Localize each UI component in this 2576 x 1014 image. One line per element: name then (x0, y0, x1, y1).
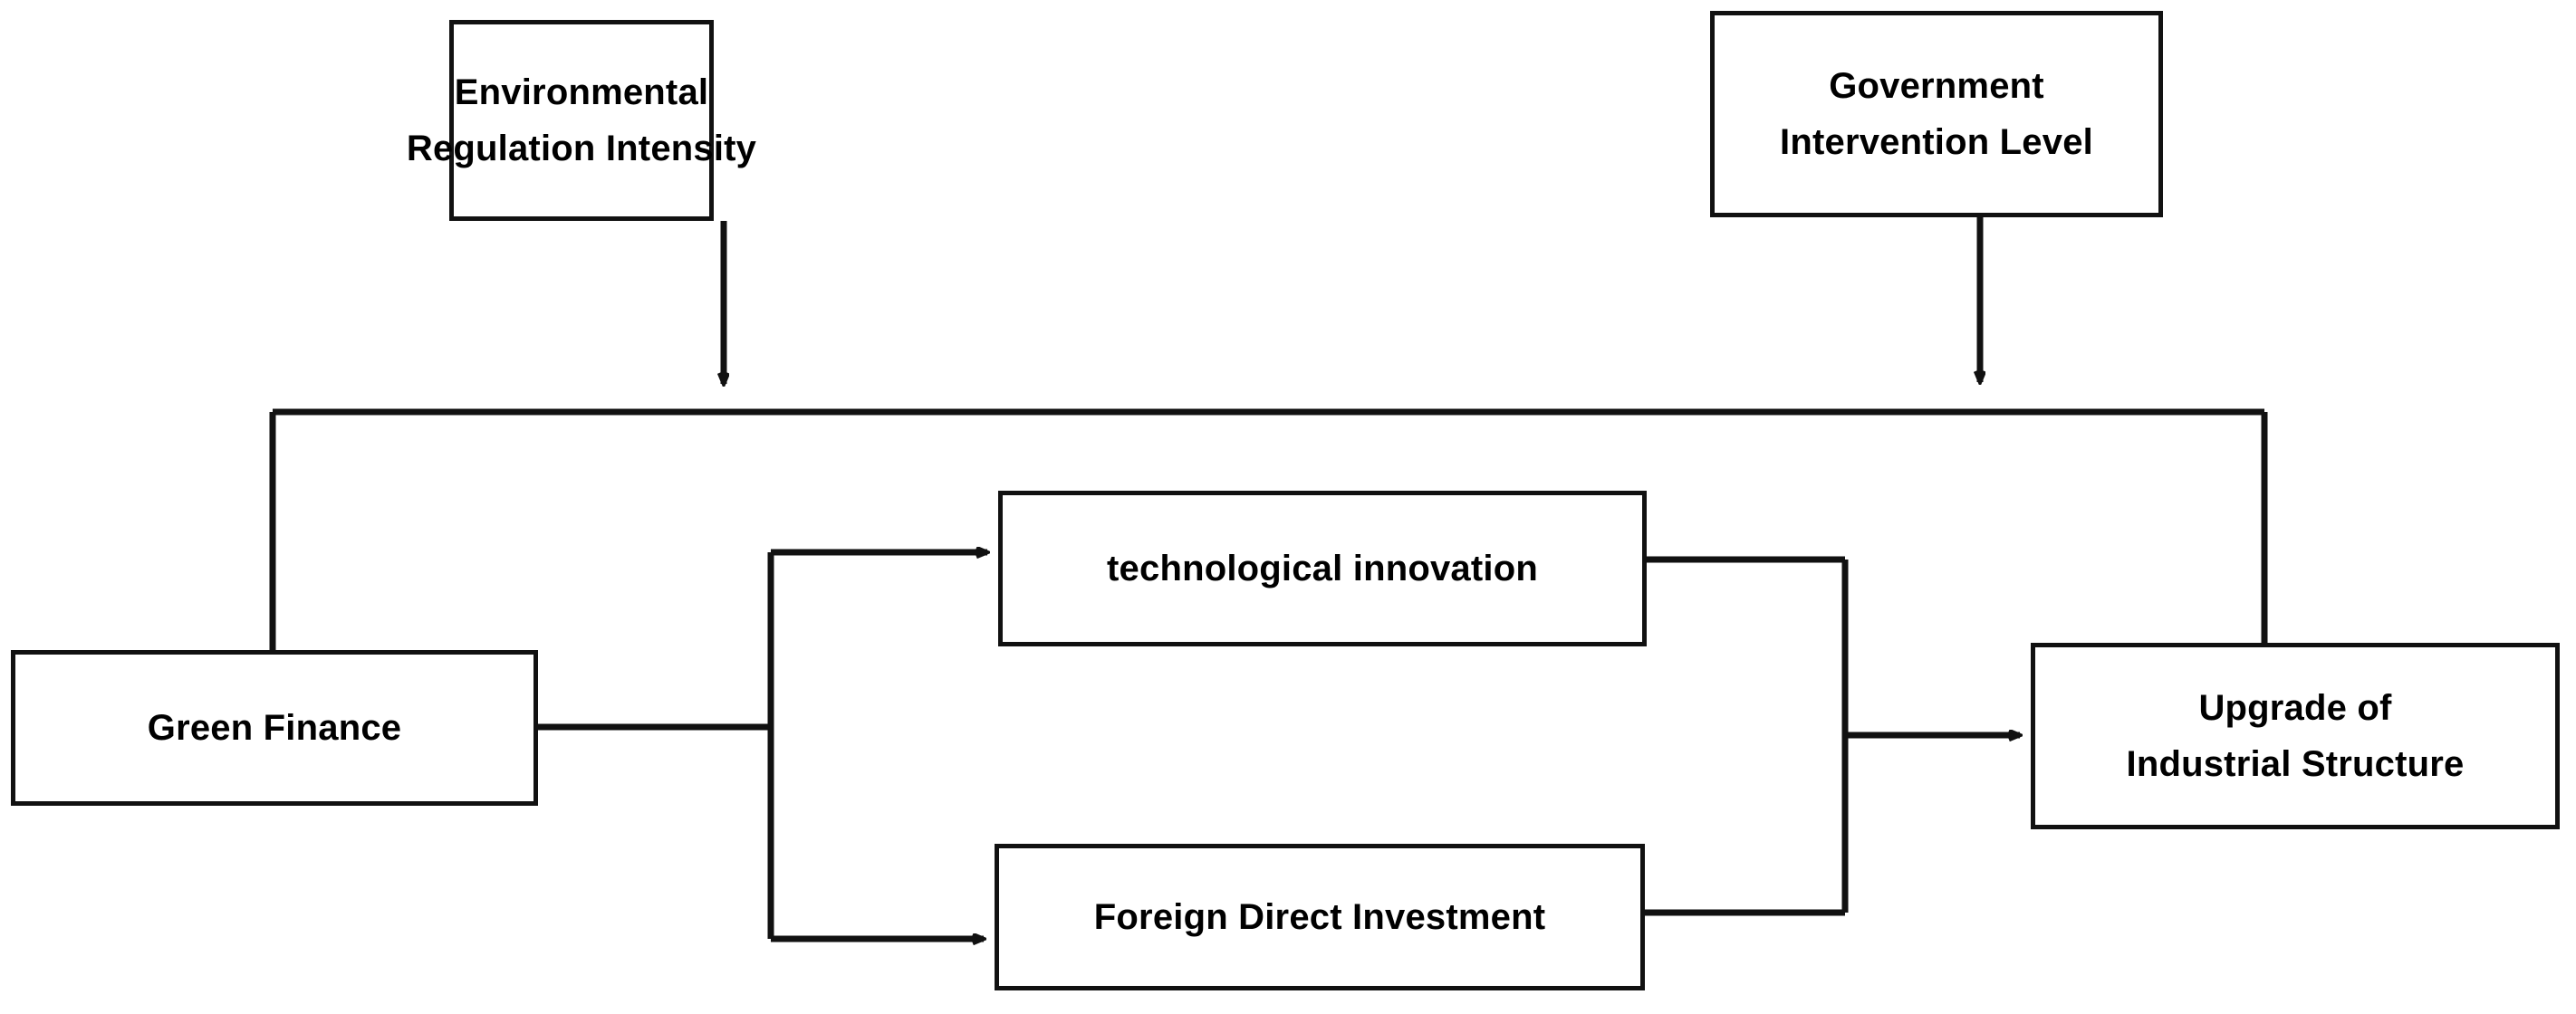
node-label-line: Regulation Intensity (406, 129, 757, 168)
node-government-intervention-level[interactable]: Government Intervention Level (1710, 11, 2163, 217)
node-label-line: Upgrade of (2198, 688, 2392, 728)
node-upgrade-of-industrial-structure[interactable]: Upgrade of Industrial Structure (2031, 643, 2560, 829)
node-green-finance[interactable]: Green Finance (11, 650, 538, 806)
node-label-line: Foreign Direct Investment (1093, 897, 1546, 937)
node-label-line: Government (1829, 66, 2044, 106)
node-label-line: Environmental (454, 72, 709, 112)
edge-mediators-merge (1645, 556, 1849, 916)
edge-green-finance-split (538, 552, 774, 939)
node-label-line: technological innovation (1107, 549, 1538, 588)
node-label-line: Green Finance (147, 708, 402, 748)
node-technological-innovation[interactable]: technological innovation (998, 491, 1647, 646)
edge-moderation-bus (269, 408, 2268, 654)
node-label-line: Intervention Level (1780, 122, 2093, 162)
node-environmental-regulation-intensity[interactable]: Environmental Regulation Intensity (407, 20, 756, 221)
node-label-line: Industrial Structure (2126, 744, 2465, 784)
node-foreign-direct-investment[interactable]: Foreign Direct Investment (995, 844, 1645, 990)
